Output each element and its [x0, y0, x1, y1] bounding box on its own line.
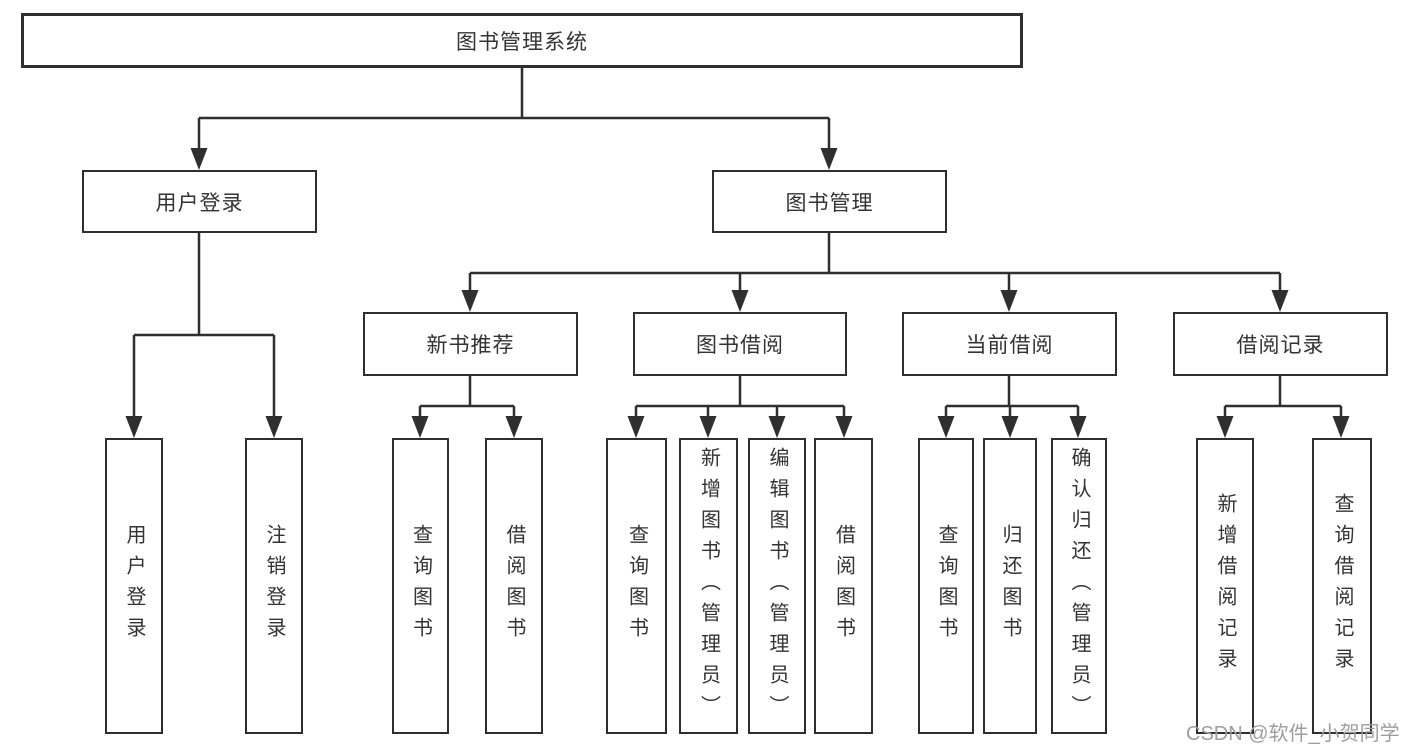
leaf-borrow-books: 借阅图书	[814, 438, 873, 734]
node-label: 注销登录	[263, 524, 285, 648]
node-label: 当前借阅	[965, 334, 1054, 357]
node-label: 借阅图书	[832, 524, 855, 648]
node-current-borrowing: 当前借阅	[902, 312, 1117, 376]
leaf-borrow-books-recommend: 借阅图书	[485, 438, 543, 734]
node-label: 确认归还（管理员）	[1068, 446, 1090, 726]
leaf-query-borrow-record: 查询借阅记录	[1312, 438, 1372, 734]
node-borrowing-records: 借阅记录	[1173, 312, 1388, 376]
leaf-edit-books-admin: 编辑图书（管理员）	[748, 438, 806, 734]
node-label: 查询图书	[935, 524, 957, 648]
node-label: 用户登录	[123, 524, 145, 648]
node-label: 图书借阅	[696, 334, 784, 357]
leaf-query-books-current: 查询图书	[918, 438, 974, 734]
node-book-management: 图书管理	[712, 170, 947, 233]
node-user-login: 用户登录	[82, 170, 317, 233]
leaf-return-books: 归还图书	[983, 438, 1037, 734]
node-label: 新书推荐	[426, 334, 515, 357]
node-label: 用户登录	[155, 191, 244, 215]
leaf-user-login: 用户登录	[105, 438, 163, 734]
node-label: 查询图书	[409, 524, 432, 648]
node-label: 借阅记录	[1236, 334, 1325, 357]
leaf-add-books-admin: 新增图书（管理员）	[679, 438, 738, 734]
csdn-watermark: CSDN @软件_小贺同学	[1186, 723, 1400, 745]
node-library-management-system: 图书管理系统	[21, 13, 1023, 68]
leaf-query-books-recommend: 查询图书	[392, 438, 449, 734]
node-label: 归还图书	[999, 524, 1021, 648]
node-label: 编辑图书（管理员）	[766, 446, 788, 726]
node-label: 图书管理系统	[456, 30, 588, 54]
node-label: 查询借阅记录	[1331, 493, 1353, 679]
node-label: 图书管理	[785, 191, 874, 215]
node-book-borrowing: 图书借阅	[633, 312, 847, 376]
leaf-logout: 注销登录	[245, 438, 303, 734]
leaf-query-books-borrowing: 查询图书	[606, 438, 667, 734]
leaf-confirm-return-admin: 确认归还（管理员）	[1051, 438, 1107, 734]
node-new-book-recommendation: 新书推荐	[363, 312, 578, 376]
leaf-add-borrow-record: 新增借阅记录	[1196, 438, 1254, 734]
node-label: 查询图书	[625, 524, 648, 648]
node-label: 新增图书（管理员）	[697, 446, 720, 726]
node-label: 新增借阅记录	[1214, 493, 1236, 679]
node-label: 借阅图书	[503, 524, 525, 648]
